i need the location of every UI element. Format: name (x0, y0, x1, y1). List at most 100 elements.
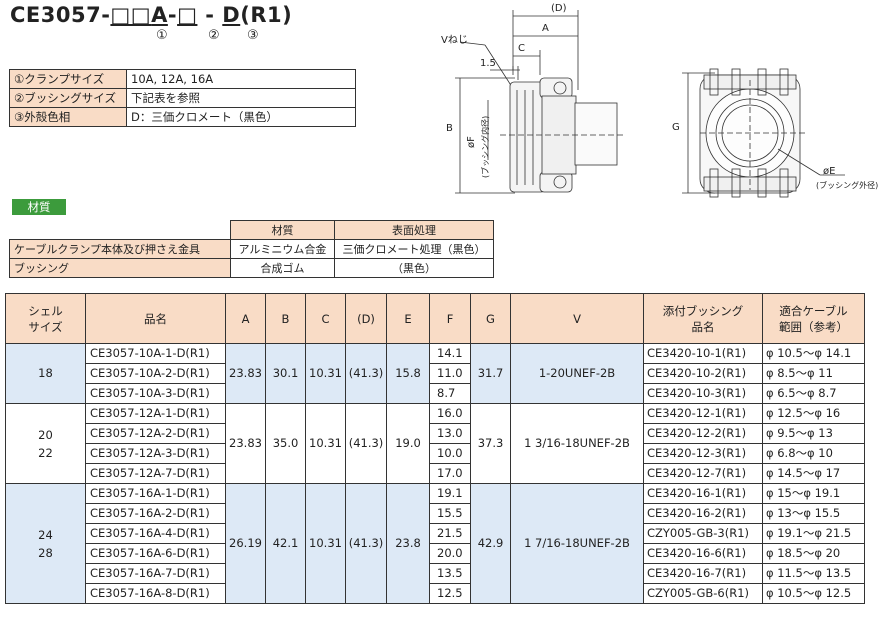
dim-b: 42.1 (265, 483, 306, 604)
bushing-part: CE3420-12-7(R1) (643, 463, 763, 484)
cable-range: φ 10.5～φ 12.5 (762, 583, 865, 604)
dimension-table: シェルサイズ 品名 A B C (D) E F G V 添付ブッシング品名 適合… (5, 293, 865, 604)
part-number: CE3057-12A-2-D(R1) (85, 423, 226, 444)
bushing-part: CE3420-16-7(R1) (643, 563, 763, 584)
dim-e: 23.8 (386, 483, 430, 604)
part-number: CE3057-16A-6-D(R1) (85, 543, 226, 564)
title-marker-2: ② (208, 28, 220, 43)
material-badge: 材質 (12, 199, 66, 215)
table-row: CE3057-12A-2-D(R1) 13.0 CE3420-12-2(R1) … (5, 423, 865, 444)
cable-range: φ 13～φ 15.5 (762, 503, 865, 524)
dim-f: 15.5 (429, 503, 471, 524)
front-view-drawing (682, 68, 845, 198)
dim-c: 10.31 (305, 483, 346, 604)
part-number: CE3057-16A-4-D(R1) (85, 523, 226, 544)
dim-g: 31.7 (470, 343, 511, 404)
material-header-row: 材質 表面処理 (10, 220, 494, 240)
dim-f: 14.1 (429, 343, 471, 364)
material-value: アルミニウム合金 (230, 239, 335, 259)
dim-f: 12.5 (429, 583, 471, 604)
dim-d: (41.3) (345, 343, 387, 404)
dim-c: 10.31 (305, 343, 346, 404)
bushing-part: CE3420-16-2(R1) (643, 503, 763, 524)
part-number: CE3057-16A-2-D(R1) (85, 503, 226, 524)
dim-c: 10.31 (305, 403, 346, 484)
v-screw-label: Vねじ (441, 35, 468, 46)
spec-label: ②ブッシングサイズ (9, 88, 127, 108)
thread-v: 1 3/16-18UNEF-2B (510, 403, 644, 484)
dim-b-label: B (446, 123, 453, 134)
side-view-drawing (455, 10, 625, 194)
dim-f-label: øF (466, 136, 477, 148)
table-row: CE3057-16A-8-D(R1) 12.5 CZY005-GB-6(R1) … (5, 583, 865, 604)
dim-d: (41.3) (345, 483, 387, 604)
bushing-part: CE3420-12-2(R1) (643, 423, 763, 444)
dim-f: 13.5 (429, 563, 471, 584)
bushing-part: CE3420-10-2(R1) (643, 363, 763, 384)
material-row: ブッシング 合成ゴム （黒色） (9, 258, 494, 278)
dim-f: 8.7 (429, 383, 471, 404)
table-row: 18 CE3057-10A-1-D(R1) 23.83 30.1 10.31 (… (5, 343, 865, 404)
dim-a: 23.83 (225, 403, 266, 484)
cable-range: φ 11.5～φ 13.5 (762, 563, 865, 584)
part-number: CE3057-16A-7-D(R1) (85, 563, 226, 584)
dim-b: 35.0 (265, 403, 306, 484)
part-number: CE3057-12A-7-D(R1) (85, 463, 226, 484)
part-number: CE3057-10A-2-D(R1) (85, 363, 226, 384)
dim-1-5-label: 1.5 (480, 58, 496, 69)
thread-v: 1 7/16-18UNEF-2B (510, 483, 644, 604)
spec-row: ①クランプサイズ 10A, 12A, 16A (9, 69, 356, 89)
dim-e: 19.0 (386, 403, 430, 484)
col-e: E (386, 293, 430, 344)
bushing-part: CE3420-10-1(R1) (643, 343, 763, 364)
bushing-part: CZY005-GB-3(R1) (643, 523, 763, 544)
table-row: CE3057-12A-3-D(R1) 10.0 CE3420-12-3(R1) … (5, 443, 865, 464)
title-a: A (151, 3, 168, 27)
table-row: CE3057-12A-7-D(R1) 17.0 CE3420-12-7(R1) … (5, 463, 865, 484)
bushing-part: CE3420-12-1(R1) (643, 403, 763, 424)
dim-g: 37.3 (470, 403, 511, 484)
col-d: (D) (345, 293, 387, 344)
bushing-outer-note: (ブッシング外径) (816, 181, 879, 190)
cable-range: φ 10.5～φ 14.1 (762, 343, 865, 364)
product-code-title: CE3057-□□A-□ - D(R1) (10, 3, 292, 27)
col-a: A (225, 293, 266, 344)
table-row: CE3057-16A-2-D(R1) 15.5 CE3420-16-2(R1) … (5, 503, 865, 524)
dim-f: 21.5 (429, 523, 471, 544)
col-cable-range: 適合ケーブル範囲（参考） (762, 293, 865, 344)
dim-g: 42.9 (470, 483, 511, 604)
bushing-part: CZY005-GB-6(R1) (643, 583, 763, 604)
col-bushing: 添付ブッシング品名 (643, 293, 763, 344)
material-corner (10, 221, 231, 240)
part-number: CE3057-12A-3-D(R1) (85, 443, 226, 464)
material-row-label: ブッシング (9, 258, 231, 278)
col-g: G (470, 293, 511, 344)
finish-header: 表面処理 (334, 220, 494, 240)
dim-c-label: C (518, 43, 525, 54)
dim-f: 11.0 (429, 363, 471, 384)
bushing-inner-note: (ブッシング内径) (481, 115, 490, 178)
part-number: CE3057-10A-1-D(R1) (85, 343, 226, 364)
title-bushing-placeholder: □ (177, 3, 198, 27)
dim-f: 13.0 (429, 423, 471, 444)
dim-a-label: A (542, 23, 549, 34)
material-header: 材質 (230, 220, 335, 240)
spec-row: ③外殻色相 D：三価クロメート（黒色） (9, 107, 356, 127)
title-marker-1: ① (156, 28, 168, 43)
cable-range: φ 6.5～φ 8.7 (762, 383, 865, 404)
dim-f: 16.0 (429, 403, 471, 424)
bushing-part: CE3420-10-3(R1) (643, 383, 763, 404)
material-row-label: ケーブルクランプ本体及び押さえ金具 (9, 239, 231, 259)
part-number: CE3057-10A-3-D(R1) (85, 383, 226, 404)
part-number: CE3057-12A-1-D(R1) (85, 403, 226, 424)
dim-e-label: øE (823, 166, 836, 177)
dim-a: 23.83 (225, 343, 266, 404)
cable-range: φ 19.1～φ 21.5 (762, 523, 865, 544)
title-clamp-size-placeholder: □□ (110, 3, 152, 27)
bushing-part: CE3420-16-1(R1) (643, 483, 763, 504)
spec-label: ③外殻色相 (9, 107, 127, 127)
table-row: CE3057-16A-4-D(R1) 21.5 CZY005-GB-3(R1) … (5, 523, 865, 544)
